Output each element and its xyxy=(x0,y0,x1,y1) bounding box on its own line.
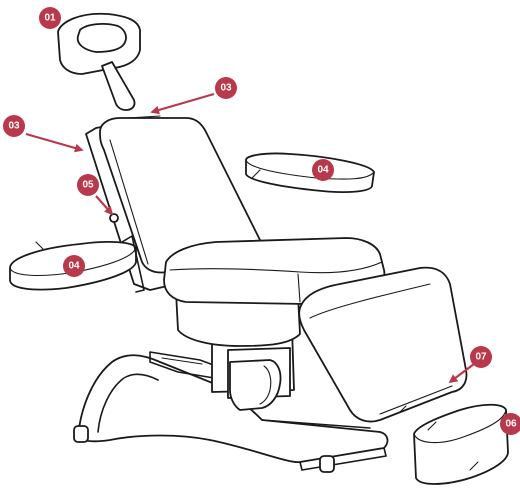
callout-badge-01: 01 xyxy=(39,7,61,29)
callout-badge-07: 07 xyxy=(470,346,492,368)
svg-text:05: 05 xyxy=(82,180,94,191)
leg-section xyxy=(299,268,466,422)
svg-text:04: 04 xyxy=(68,261,80,272)
svg-text:04: 04 xyxy=(317,165,329,176)
svg-text:06: 06 xyxy=(505,419,517,430)
callout-badge-05: 05 xyxy=(77,174,99,196)
base-foot-right xyxy=(320,456,334,472)
callout-badge-03-side: 03 xyxy=(3,115,25,137)
svg-text:03: 03 xyxy=(220,83,232,94)
backrest-side-knob xyxy=(110,214,118,222)
callout-badge-04-right: 04 xyxy=(312,159,334,181)
base-foot-left xyxy=(74,426,88,442)
foot-extension xyxy=(414,405,508,484)
headrest xyxy=(58,14,140,110)
svg-text:01: 01 xyxy=(44,13,56,24)
callout-badge-04-left: 04 xyxy=(63,255,85,277)
svg-text:07: 07 xyxy=(475,352,487,363)
callout-badge-03-top: 03 xyxy=(215,77,237,99)
armrest-right xyxy=(246,153,374,192)
svg-text:03: 03 xyxy=(8,121,20,132)
